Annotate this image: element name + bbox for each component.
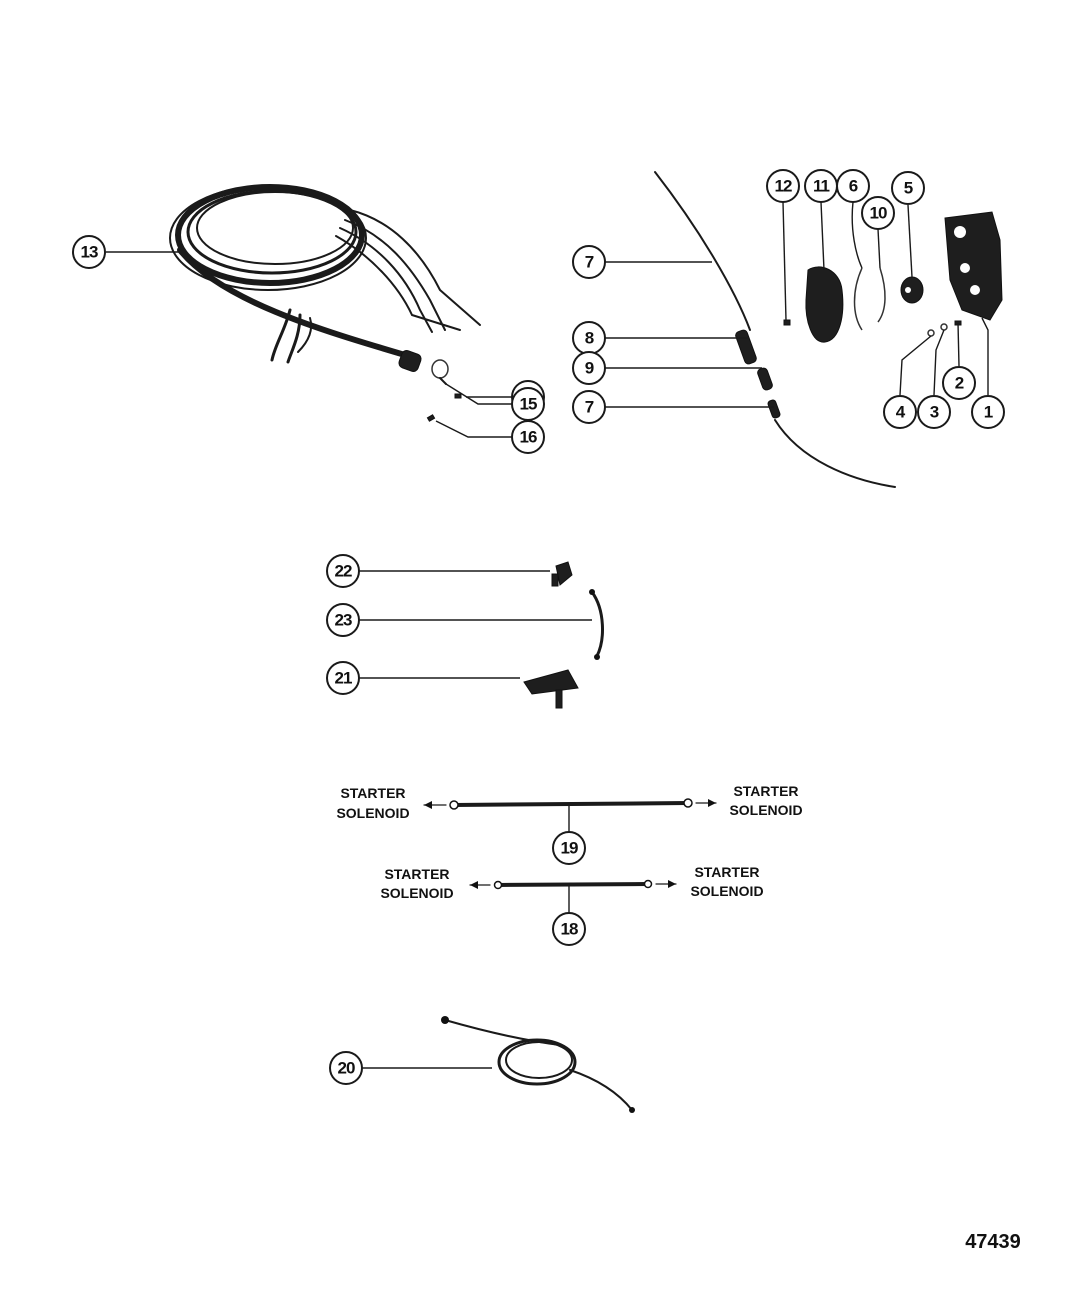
callout-18: 18 <box>552 912 586 946</box>
svg-text:8: 8 <box>585 329 594 348</box>
callout-21: 21 <box>326 661 360 695</box>
svg-text:2: 2 <box>955 374 964 393</box>
svg-text:6: 6 <box>849 177 858 196</box>
callout-3: 3 <box>917 395 951 429</box>
callout-10: 10 <box>861 196 895 230</box>
svg-text:15: 15 <box>520 395 537 414</box>
callout-2: 2 <box>942 366 976 400</box>
callout-22: 22 <box>326 554 360 588</box>
solenoid-label-19-right: SOLENOID <box>729 802 802 818</box>
svg-text:19: 19 <box>561 839 578 858</box>
svg-text:13: 13 <box>81 243 98 262</box>
solenoid-label-18-left: SOLENOID <box>380 885 453 901</box>
callout-4: 4 <box>883 395 917 429</box>
callout-11: 11 <box>804 169 838 203</box>
callout-12: 12 <box>766 169 800 203</box>
callout-20: 20 <box>329 1051 363 1085</box>
cable-assembly <box>654 171 896 488</box>
solenoid-label-19-left: SOLENOID <box>336 805 409 821</box>
svg-text:3: 3 <box>930 403 939 422</box>
svg-text:4: 4 <box>896 403 906 422</box>
jumper-lead <box>589 589 604 660</box>
svg-text:9: 9 <box>585 359 594 378</box>
grommet-ring <box>431 359 449 385</box>
svg-text:12: 12 <box>775 177 792 196</box>
clip-16 <box>426 414 436 422</box>
clip-17 <box>454 393 462 399</box>
callout-7-top: 7 <box>572 245 606 279</box>
callout-13: 13 <box>72 235 106 269</box>
svg-text:18: 18 <box>561 920 578 939</box>
switch-components <box>783 211 1003 343</box>
coiled-lead <box>441 1016 635 1113</box>
callout-5: 5 <box>891 171 925 205</box>
wiring-harness <box>169 184 481 372</box>
callout-23: 23 <box>326 603 360 637</box>
callout-7-bottom: 7 <box>572 390 606 424</box>
svg-text:16: 16 <box>520 428 537 447</box>
callout-19: 19 <box>552 831 586 865</box>
callout-9: 9 <box>572 351 606 385</box>
callout-1: 1 <box>971 395 1005 429</box>
starter-label-18-right: STARTER <box>694 864 759 880</box>
solenoid-label-18-right: SOLENOID <box>690 883 763 899</box>
svg-text:7: 7 <box>585 398 594 417</box>
callout-8: 8 <box>572 321 606 355</box>
ground-terminal <box>551 561 573 587</box>
figure-number: 47439 <box>965 1231 1021 1253</box>
callout-15: 15 <box>511 387 545 421</box>
starter-label-19-left: STARTER <box>340 785 405 801</box>
svg-text:23: 23 <box>335 611 352 630</box>
svg-text:7: 7 <box>585 253 594 272</box>
svg-text:20: 20 <box>338 1059 355 1078</box>
starter-label-18-left: STARTER <box>384 866 449 882</box>
svg-text:1: 1 <box>984 403 993 422</box>
starter-cable-19 <box>423 798 717 810</box>
callout-6: 6 <box>836 169 870 203</box>
svg-text:11: 11 <box>813 177 830 196</box>
callout-16: 16 <box>511 420 545 454</box>
svg-text:22: 22 <box>335 562 352 581</box>
starter-label-19-right: STARTER <box>733 783 798 799</box>
starter-cable-18 <box>469 879 677 890</box>
svg-text:10: 10 <box>870 204 887 223</box>
mounting-bracket <box>523 669 579 709</box>
svg-text:21: 21 <box>335 669 352 688</box>
svg-text:5: 5 <box>904 179 913 198</box>
